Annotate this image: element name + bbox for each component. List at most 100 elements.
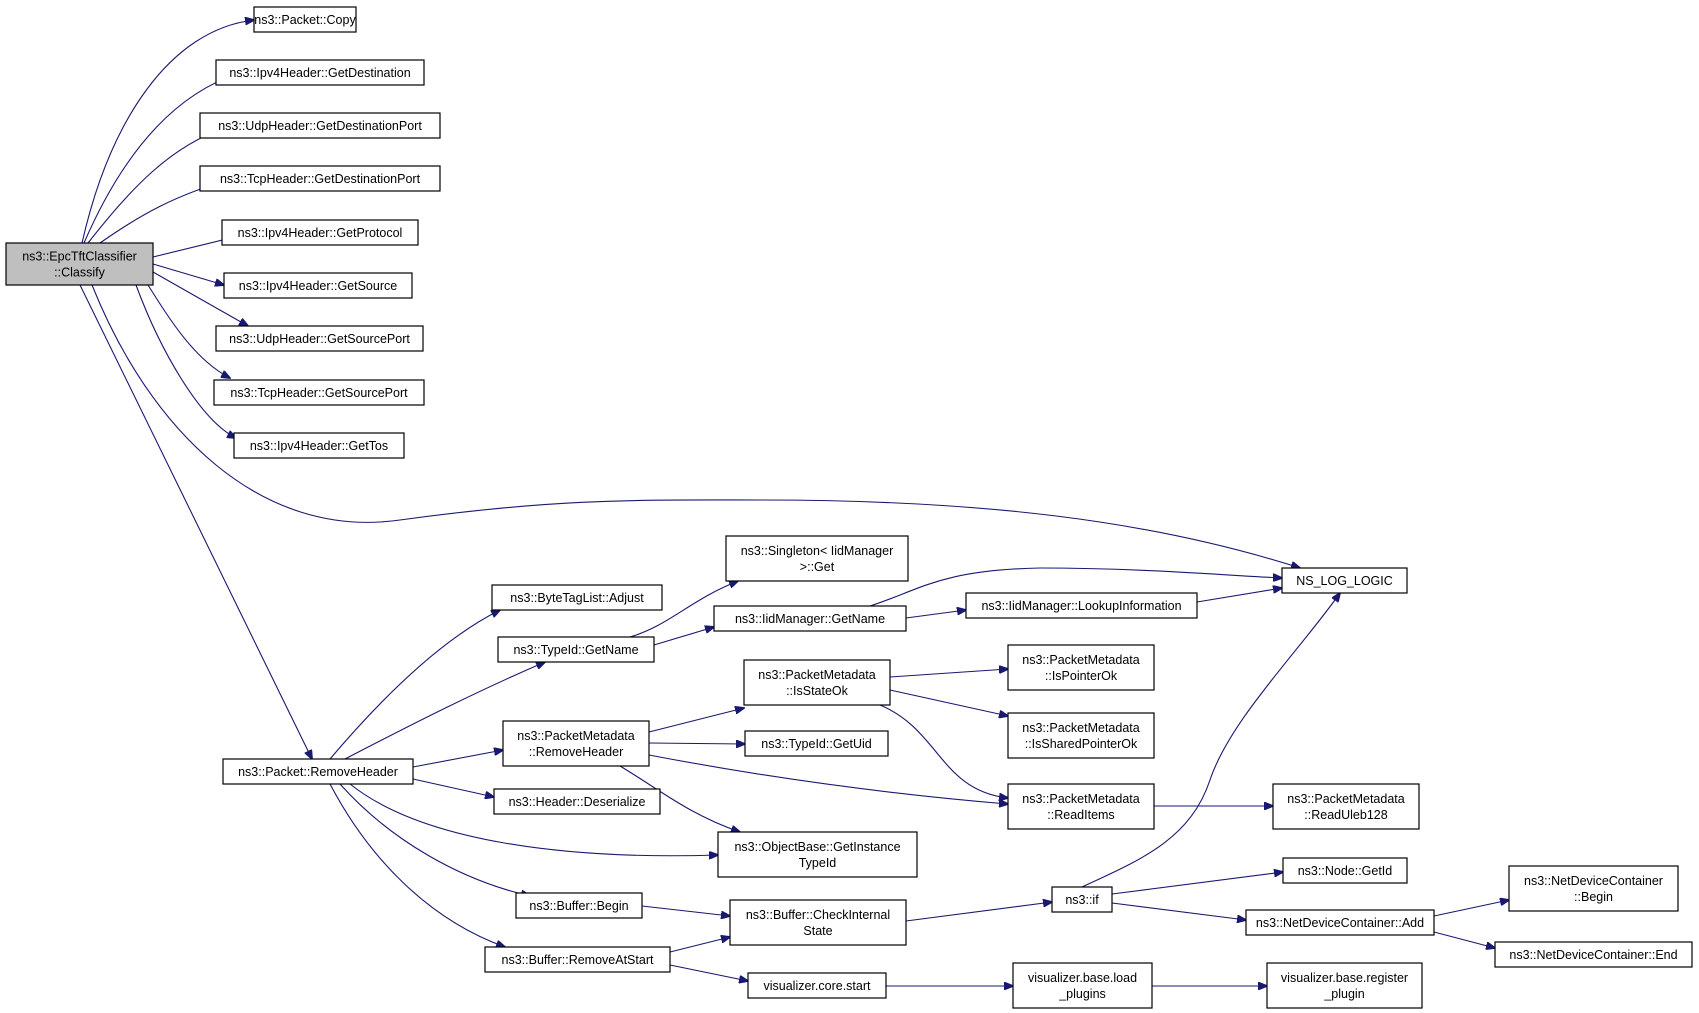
node-label: ns3::Node::GetId: [1298, 864, 1393, 878]
node-buffer-begin[interactable]: ns3::Buffer::Begin: [515, 892, 643, 919]
node-copy[interactable]: ns3::Packet::Copy: [253, 6, 357, 33]
node-ndc-end[interactable]: ns3::NetDeviceContainer::End: [1494, 941, 1693, 968]
node-box: [1282, 857, 1408, 884]
node-box: [747, 972, 887, 999]
edge-classify-to-copy: [81, 20, 254, 244]
edge-ndc_add-to-ndc_end: [1433, 931, 1495, 948]
node-label: ns3::PacketMetadata: [1022, 721, 1139, 735]
node-typeid-getname[interactable]: ns3::TypeId::GetName: [497, 636, 655, 663]
node-pm-ispointerok[interactable]: ns3::PacketMetadata::IsPointerOk: [1007, 644, 1155, 691]
node-label: ns3::if: [1065, 893, 1099, 907]
node-tcp-getsrcport[interactable]: ns3::TcpHeader::GetSourcePort: [213, 379, 425, 406]
node-box: [221, 219, 419, 246]
edge-pm_isstateok-to-pm_issharedpointerok: [889, 689, 1008, 716]
node-box: [484, 946, 671, 973]
node-udp-getsrcport[interactable]: ns3::UdpHeader::GetSourcePort: [215, 325, 424, 352]
node-ipv4-gettos[interactable]: ns3::Ipv4Header::GetTos: [233, 432, 405, 459]
edge-classify-to-ipv4_getsource: [152, 263, 224, 285]
edge-classify-to-ipv4_getdest: [83, 73, 240, 244]
node-vis-base-register-plugin[interactable]: visualizer.base.register_plugin: [1266, 962, 1423, 1009]
node-label: ns3::TcpHeader::GetSourcePort: [230, 386, 408, 400]
node-box: [965, 592, 1198, 619]
node-label: ns3::EpcTftClassifier: [22, 250, 137, 264]
node-label: ns3::TcpHeader::GetDestinationPort: [220, 172, 421, 186]
node-box: [493, 788, 661, 815]
node-buffer-removeatstart[interactable]: ns3::Buffer::RemoveAtStart: [484, 946, 671, 973]
node-classify[interactable]: ns3::EpcTftClassifier::Classify: [5, 242, 154, 286]
node-pm-readuleb128[interactable]: ns3::PacketMetadata::ReadUleb128: [1272, 783, 1420, 830]
node-ns-log-logic[interactable]: NS_LOG_LOGIC: [1281, 567, 1408, 594]
node-box: [515, 892, 643, 919]
node-box: [215, 325, 424, 352]
node-node-getid[interactable]: ns3::Node::GetId: [1282, 857, 1408, 884]
edge-pm_isstateok-to-pm_readitems: [879, 704, 1008, 798]
node-box: [1007, 783, 1155, 830]
node-pm-readitems[interactable]: ns3::PacketMetadata::ReadItems: [1007, 783, 1155, 830]
node-box: [253, 6, 357, 33]
node-header-deserialize[interactable]: ns3::Header::Deserialize: [493, 788, 661, 815]
node-pm-isstateok[interactable]: ns3::PacketMetadata::IsStateOk: [743, 659, 891, 706]
node-label: ::IsSharedPointerOk: [1025, 737, 1138, 751]
node-ipv4-getprotocol[interactable]: ns3::Ipv4Header::GetProtocol: [221, 219, 419, 246]
node-label: ns3::PacketMetadata: [1022, 653, 1139, 667]
node-bytetaglist-adjust[interactable]: ns3::ByteTagList::Adjust: [491, 584, 663, 611]
node-label: ns3::TypeId::GetName: [513, 643, 638, 657]
node-label: ns3::UdpHeader::GetSourcePort: [229, 332, 410, 346]
node-box: [1012, 962, 1153, 1009]
node-label: ::ReadUleb128: [1304, 808, 1387, 822]
node-label: visualizer.base.load: [1028, 971, 1137, 985]
nodes-layer: ns3::EpcTftClassifier::Classifyns3::Pack…: [5, 6, 1693, 1009]
node-vis-core-start[interactable]: visualizer.core.start: [747, 972, 887, 999]
node-label: >::Get: [800, 560, 835, 574]
edge-classify-to-tcp_getsrcport: [147, 284, 230, 378]
node-typeid-getuid[interactable]: ns3::TypeId::GetUid: [744, 730, 889, 757]
node-label: ns3::Ipv4Header::GetTos: [250, 439, 388, 453]
node-label: ns3::Ipv4Header::GetSource: [239, 279, 397, 293]
node-label: ::ReadItems: [1047, 808, 1114, 822]
node-box: [725, 535, 909, 582]
node-box: [713, 605, 907, 632]
node-vis-base-load-plugins[interactable]: visualizer.base.load _plugins: [1012, 962, 1153, 1009]
edge-packet_removeheader-to-bytetaglist_adjust: [329, 610, 500, 760]
node-packet-removeheader[interactable]: ns3::Packet::RemoveHeader: [222, 758, 414, 785]
node-label: NS_LOG_LOGIC: [1296, 574, 1393, 588]
edges-layer: [79, 20, 1509, 986]
node-label: TypeId: [799, 856, 837, 870]
node-box: [1281, 567, 1408, 594]
node-label: _plugins: [1058, 987, 1106, 1001]
edge-ndc_add-to-ndc_begin: [1433, 900, 1509, 917]
node-ipv4-getdest[interactable]: ns3::Ipv4Header::GetDestination: [215, 59, 425, 86]
node-label: ::Begin: [1574, 890, 1613, 904]
node-label: ns3::PacketMetadata: [1287, 792, 1404, 806]
node-label: ::RemoveHeader: [529, 745, 624, 759]
node-singleton-get[interactable]: ns3::Singleton< IidManager>::Get: [725, 535, 909, 582]
node-label: ::IsStateOk: [786, 684, 849, 698]
node-label: ns3::Packet::Copy: [254, 13, 356, 27]
node-iidmanager-lookup[interactable]: ns3::IidManager::LookupInformation: [965, 592, 1198, 619]
edge-iidmanager_getname-to-iidmanager_lookup: [905, 610, 966, 619]
edge-pm_removeheader-to-pm_readitems: [648, 754, 1008, 804]
node-pm-issharedpointerok[interactable]: ns3::PacketMetadata::IsSharedPointerOk: [1007, 712, 1155, 759]
edge-packet_removeheader-to-typeid_getname: [344, 662, 545, 760]
node-tcp-getdestport[interactable]: ns3::TcpHeader::GetDestinationPort: [199, 165, 441, 192]
node-label: ns3::PacketMetadata: [517, 729, 634, 743]
node-pm-removeheader[interactable]: ns3::PacketMetadata::RemoveHeader: [502, 720, 650, 767]
edge-iidmanager_lookup-to-ns_log_logic: [1196, 588, 1282, 603]
node-ipv4-getsource[interactable]: ns3::Ipv4Header::GetSource: [223, 272, 413, 299]
edge-packet_removeheader-to-header_deserialize: [412, 778, 494, 797]
edge-classify-to-ipv4_gettos: [135, 284, 236, 438]
node-box: [1051, 886, 1113, 913]
edge-buffer_removeatstart-to-buffer_checkinternalstate: [669, 937, 730, 953]
edge-buffer_removeatstart-to-vis_core_start: [669, 964, 748, 981]
node-ns3-if[interactable]: ns3::if: [1051, 886, 1113, 913]
node-udp-getdestport[interactable]: ns3::UdpHeader::GetDestinationPort: [199, 112, 441, 139]
node-label: ns3::UdpHeader::GetDestinationPort: [218, 119, 422, 133]
node-label: ns3::Buffer::RemoveAtStart: [502, 953, 654, 967]
node-ndc-begin[interactable]: ns3::NetDeviceContainer::Begin: [1508, 865, 1679, 912]
node-ndc-add[interactable]: ns3::NetDeviceContainer::Add: [1245, 909, 1435, 936]
node-label: ns3::IidManager::LookupInformation: [981, 599, 1181, 613]
node-iidmanager-getname[interactable]: ns3::IidManager::GetName: [713, 605, 907, 632]
